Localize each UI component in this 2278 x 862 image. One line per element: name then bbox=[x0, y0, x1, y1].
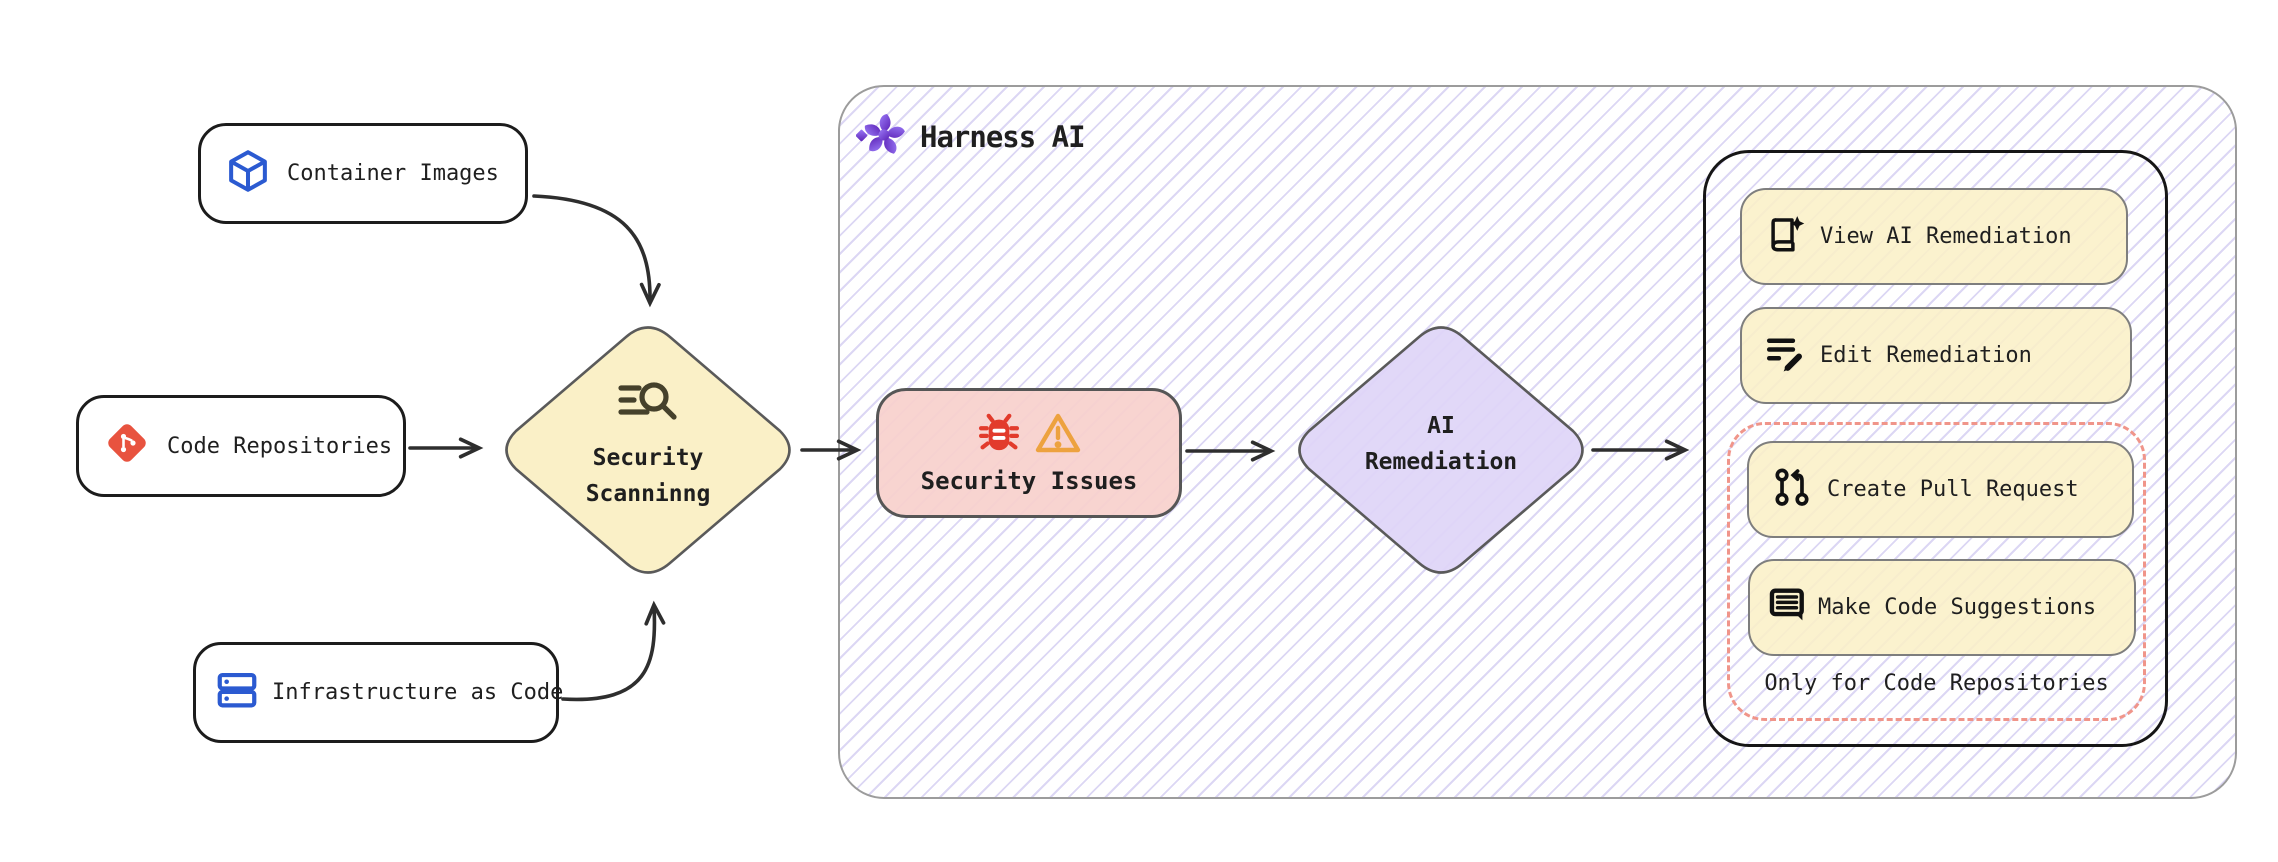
security-issues-label: Security Issues bbox=[920, 467, 1138, 495]
edit-list-icon bbox=[1764, 332, 1806, 380]
remediation-actions-container bbox=[1703, 150, 2168, 747]
harness-ai-title: Harness AI bbox=[920, 120, 1086, 154]
arrow-iac-to-scan bbox=[561, 600, 666, 702]
warning-icon bbox=[1034, 411, 1082, 459]
action-label: Create Pull Request bbox=[1827, 477, 2079, 502]
node-label: Container Images bbox=[287, 161, 499, 186]
book-sparkle-icon bbox=[1764, 213, 1806, 261]
ai-remediation-diamond bbox=[1298, 326, 1584, 574]
node-label: Infrastructure as Code bbox=[272, 680, 564, 705]
edit-remediation-button: Edit Remediation bbox=[1740, 307, 2132, 404]
container-cube-icon bbox=[225, 148, 271, 200]
bug-icon bbox=[976, 412, 1022, 458]
node-container-images: Container Images bbox=[198, 123, 528, 224]
create-pull-request-button: Create Pull Request bbox=[1747, 441, 2134, 538]
scan-search-icon bbox=[617, 380, 679, 428]
make-code-suggestions-button: Make Code Suggestions bbox=[1748, 559, 2136, 656]
action-label: Make Code Suggestions bbox=[1818, 595, 2097, 620]
node-code-repositories: Code Repositories bbox=[76, 395, 406, 497]
message-lines-icon bbox=[1766, 584, 1808, 632]
node-security-issues: Security Issues bbox=[876, 388, 1182, 518]
node-label: Code Repositories bbox=[167, 433, 393, 459]
repo-only-note: Only for Code Repositories bbox=[1764, 671, 2109, 696]
servers-icon bbox=[214, 667, 260, 719]
action-label: Edit Remediation bbox=[1820, 343, 2032, 368]
arrow-container-images-to-scan bbox=[532, 194, 661, 308]
repo-only-dashed-group bbox=[1727, 422, 2146, 721]
view-ai-remediation-button: View AI Remediation bbox=[1740, 188, 2128, 285]
git-icon bbox=[103, 419, 151, 473]
ai-remediation-label: AI Remediation bbox=[1364, 413, 1518, 475]
security-scanning-label: Security Scanninng bbox=[585, 445, 711, 507]
pull-request-icon bbox=[1771, 466, 1813, 514]
security-scanning-diamond bbox=[505, 326, 791, 574]
node-infrastructure-as-code: Infrastructure as Code bbox=[193, 642, 563, 743]
action-label: View AI Remediation bbox=[1820, 224, 2072, 249]
harness-ai-logo-icon bbox=[855, 108, 910, 166]
harness-ai-header: Harness AI bbox=[855, 108, 1086, 166]
